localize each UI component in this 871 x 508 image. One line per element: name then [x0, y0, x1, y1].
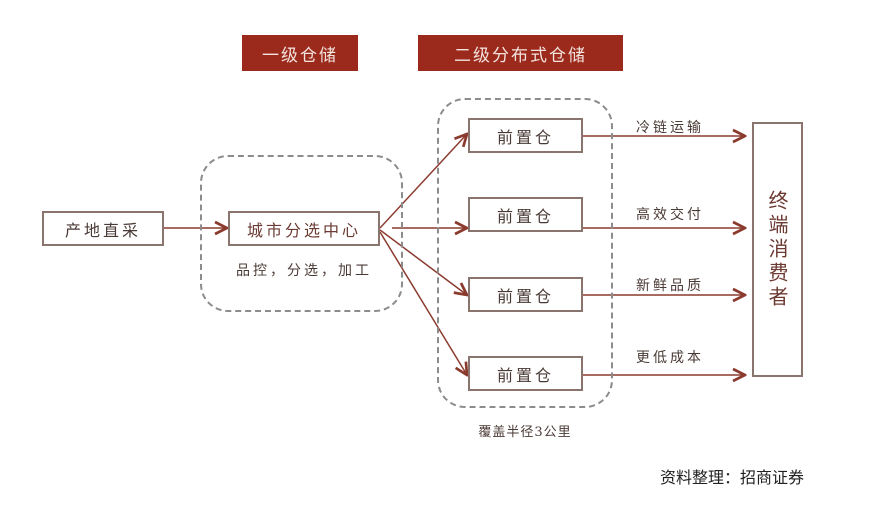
- benefit-label: 新鲜品质: [636, 278, 704, 294]
- arrow-center-to-fw4: [379, 231, 467, 375]
- consumer-node: 终端消费者: [752, 122, 803, 377]
- benefit-label: 更低成本: [636, 350, 704, 366]
- front-warehouse: 前置仓: [468, 277, 583, 312]
- header-level2-storage: 二级分布式仓储: [418, 35, 623, 71]
- city-center-node: 城市分选中心: [228, 211, 380, 246]
- source-node: 产地直采: [42, 211, 164, 246]
- level1-group: [200, 155, 403, 312]
- level2-group: [437, 98, 613, 408]
- city-center-subtitle: 品控，分选，加工: [236, 263, 372, 279]
- arrow-center-to-fw3: [379, 229, 467, 295]
- benefit-label: 高效交付: [636, 207, 704, 223]
- header-level1-storage: 一级仓储: [242, 35, 358, 71]
- front-warehouse: 前置仓: [468, 356, 583, 391]
- arrow-center-to-fw1: [379, 134, 467, 229]
- front-warehouse: 前置仓: [468, 197, 583, 232]
- front-warehouse: 前置仓: [468, 118, 583, 153]
- coverage-caption: 覆盖半径3公里: [478, 425, 572, 440]
- benefit-label: 冷链运输: [636, 120, 704, 136]
- source-credit: 资料整理：招商证券: [660, 468, 805, 487]
